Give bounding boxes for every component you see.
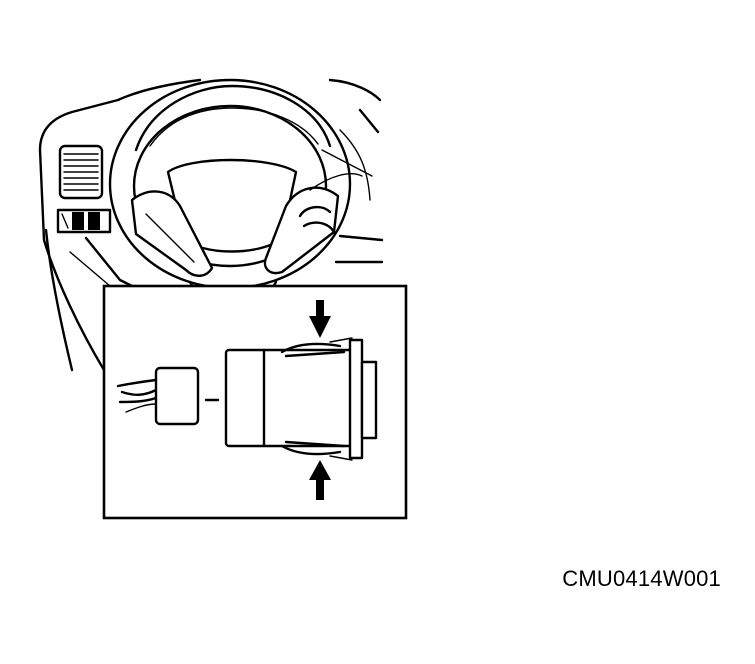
air-vent-icon: [58, 144, 104, 200]
figure-reference-code: CMU0414W001: [562, 566, 721, 591]
dashboard-left-panel: [38, 78, 202, 372]
wire-connector-icon: [116, 366, 220, 426]
switch-body-icon: [224, 337, 378, 461]
switch-icon: [56, 208, 112, 234]
dashboard-right-panel: [321, 78, 384, 264]
arrow-down-icon: [309, 300, 331, 338]
steering-wheel-icon: [108, 78, 363, 294]
arrow-up-icon: [309, 460, 331, 500]
